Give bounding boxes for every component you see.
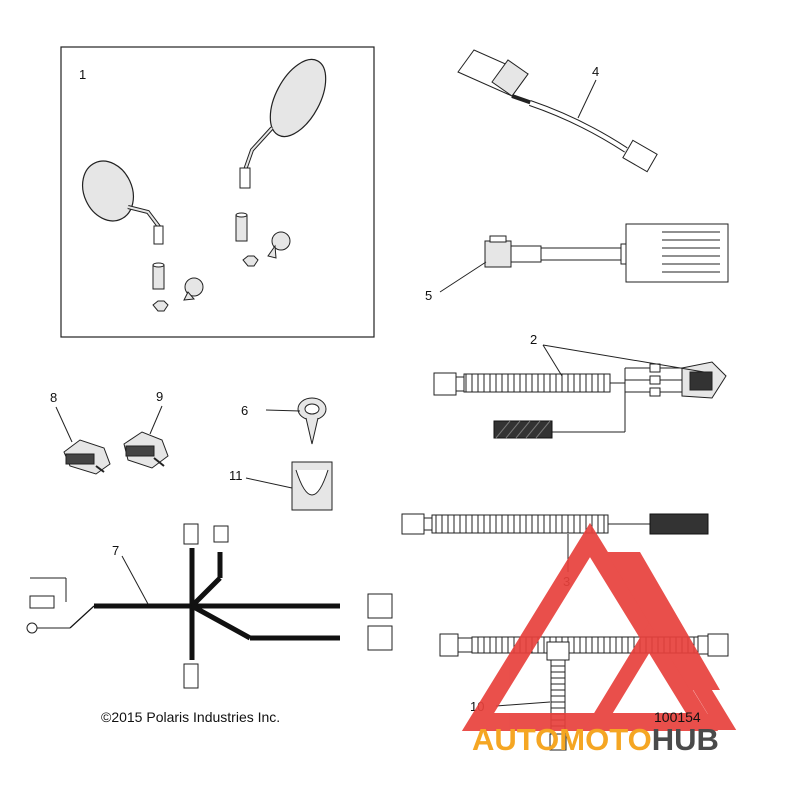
callout-2: 2 (530, 332, 537, 347)
item-4-module (457, 49, 658, 173)
callout-11: 11 (229, 468, 243, 483)
automotohub-watermark-logo (461, 522, 737, 731)
watermark-brand-dark: HUB (652, 722, 719, 757)
svg-text:AUTOMOTOHUB: AUTOMOTOHUB (472, 722, 719, 757)
callout-5: 5 (425, 288, 432, 303)
callout-9: 9 (156, 389, 163, 404)
watermark-brand-orange: AUTOMOTO (472, 722, 652, 757)
mirror-kit-box (60, 46, 375, 338)
callout-8: 8 (50, 390, 57, 405)
item-11-cable-tie-mount (291, 461, 333, 511)
callout-6: 6 (241, 403, 248, 418)
watermark-wordmark: AUTOMOTOHUB (472, 722, 719, 757)
callout-1: 1 (79, 67, 86, 82)
right-mirror (239, 58, 327, 189)
item-8-switch (63, 439, 111, 475)
item-6-clip (297, 397, 327, 445)
diagram-reference-number: 100154 (654, 709, 701, 725)
item-9-switch (123, 431, 169, 469)
item-5-heater-element (484, 223, 729, 283)
item-7-main-harness (26, 523, 393, 689)
item-3-harness (401, 513, 709, 535)
callout-4: 4 (592, 64, 599, 79)
left-mirror (82, 160, 164, 245)
copyright-notice: ©2015 Polaris Industries Inc. (101, 709, 280, 725)
leader-lines (55, 79, 705, 707)
item-2-switch-harness (433, 361, 727, 439)
mirror-hardware (152, 212, 291, 312)
callout-7: 7 (112, 543, 119, 558)
